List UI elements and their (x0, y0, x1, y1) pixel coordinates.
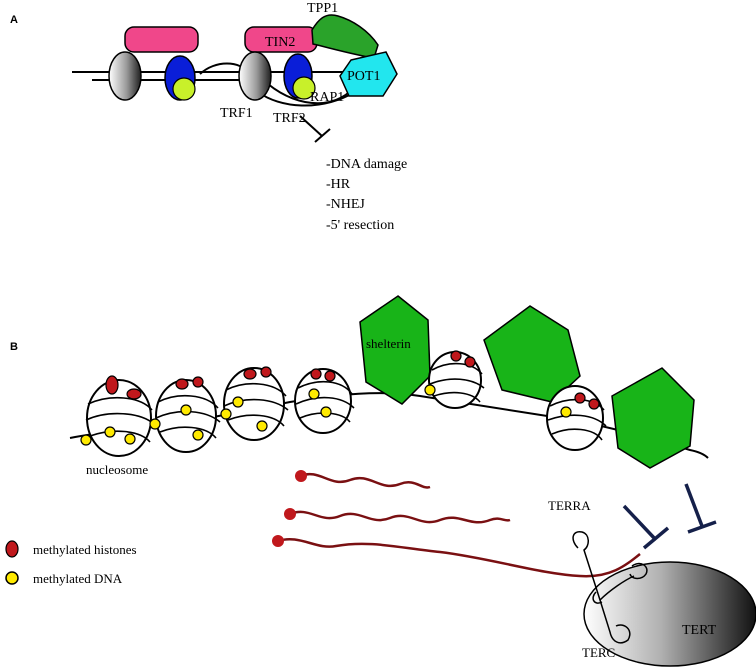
methylated-dna-icon (180, 404, 192, 416)
inhibition-arrow-shelterin (684, 483, 717, 534)
methylated-histone-icon (450, 350, 462, 362)
inhibition-arrow-a (299, 115, 331, 143)
pot1-label: POT1 (347, 69, 380, 84)
methylated-dna-icon (560, 406, 572, 418)
process-5-resection: -5' resection (326, 218, 394, 233)
terra-cap-1 (295, 470, 307, 482)
methylated-dna-icon (232, 396, 244, 408)
shelterin-label: shelterin (366, 336, 411, 351)
methylated-dna-icon (320, 406, 332, 418)
methylated-dna-icon (124, 433, 136, 445)
terra-transcripts (277, 472, 641, 578)
methylated-histone-icon (105, 375, 119, 395)
methylated-dna-icon (256, 420, 268, 432)
tpp1-label: TPP1 (307, 1, 338, 16)
tpp1-shape (311, 14, 379, 59)
methylated-dna-legend-icon (5, 571, 19, 585)
process-dna-damage: -DNA damage (326, 157, 407, 172)
panel-b-letter: B (10, 341, 18, 353)
nucleosome-5 (424, 350, 485, 409)
pot1-shape (339, 51, 398, 97)
methylated-histone-icon (175, 378, 189, 390)
rap1-label: RAP1 (310, 90, 344, 105)
methylated-histone-icon (324, 370, 336, 382)
nucleosome-label: nucleosome (86, 462, 148, 477)
legend-methylated-histones: methylated histones (33, 542, 137, 557)
nucleosome-4 (294, 368, 355, 434)
methylated-dna-icon (192, 429, 204, 441)
methylated-histone-icon (310, 368, 322, 380)
trf1-left (108, 51, 142, 101)
process-nhej: -NHEJ (326, 197, 365, 212)
methylated-histone-icon (260, 366, 272, 378)
methylated-dna-icon (308, 388, 320, 400)
nucleosome-1 (80, 375, 155, 457)
nucleosome-6 (546, 385, 607, 451)
methylated-histone-icon (126, 388, 142, 400)
process-hr: -HR (326, 177, 351, 192)
methylated-dna-icon (80, 434, 92, 446)
rap1-left (172, 77, 196, 101)
tert-label: TERT (682, 623, 717, 638)
terra-label: TERRA (548, 498, 591, 513)
terc-rna (572, 531, 648, 644)
tin2-box-left (124, 26, 199, 53)
methylated-dna-icon (424, 384, 436, 396)
shelterin-hexagon-3 (611, 367, 695, 469)
nucleosome-3 (220, 366, 289, 441)
terc-label: TERC (582, 645, 615, 660)
methylated-dna-icon (149, 418, 161, 430)
terra-cap-2 (284, 508, 296, 520)
methylated-histone-legend-icon (5, 540, 19, 558)
terra-cap-3 (272, 535, 284, 547)
methylated-histone-icon (243, 368, 257, 380)
shelterin-hexagon-1 (359, 295, 431, 405)
rap1-right (292, 76, 316, 100)
legend: methylated histones methylated DNA (5, 540, 137, 586)
methylated-histone-icon (464, 356, 476, 368)
methylated-histone-icon (588, 398, 600, 410)
methylated-histone-icon (192, 376, 204, 388)
tin2-label: TIN2 (265, 35, 295, 50)
legend-methylated-dna: methylated DNA (33, 571, 123, 586)
nucleosome-2 (149, 376, 221, 453)
inhibition-arrow-terra (622, 504, 670, 550)
methylated-histone-icon (574, 392, 586, 404)
trf1-label: TRF1 (220, 106, 253, 121)
trf1-right (238, 51, 272, 101)
methylated-dna-icon (220, 408, 232, 420)
panel-a-letter: A (10, 14, 18, 26)
trf2-label: TRF2 (273, 111, 306, 126)
methylated-dna-icon (104, 426, 116, 438)
